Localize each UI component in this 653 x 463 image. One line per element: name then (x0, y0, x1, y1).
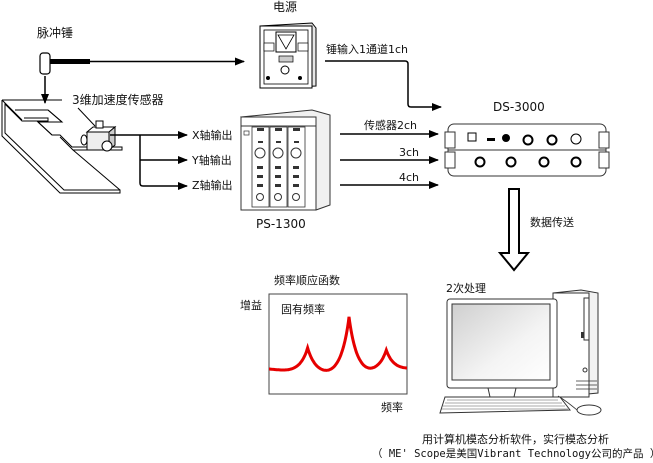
caption-line-2: （ ME' Scope是美国Vibrant Technology公司的产品 ） (372, 448, 653, 460)
frf-curve-line (269, 316, 407, 372)
chart-title: 频率顺应函数 (274, 274, 340, 287)
ds-3000-analyzer-icon (444, 123, 610, 177)
hammer-channel-arrow (325, 60, 442, 111)
ds-model-label: DS-3000 (493, 100, 545, 114)
impulse-hammer-icon (39, 52, 245, 104)
channel-4-label: 4ch (399, 171, 420, 184)
accelerometer-sensor-icon (80, 120, 117, 152)
computer-icon (439, 289, 602, 416)
channel-arrows (340, 130, 439, 189)
secondary-processing-label: 2次处理 (446, 282, 486, 295)
chart-xlabel: 频率 (381, 401, 403, 414)
power-supply-icon (259, 22, 317, 89)
caption-line-1: 用计算机模态分析软件，实行模态分析 (422, 433, 609, 446)
x-output-label: X轴输出 (192, 129, 233, 142)
frf-chart (268, 293, 408, 395)
chart-annotation: 固有频率 (281, 303, 325, 316)
power-supply-label: 电源 (273, 0, 298, 14)
channel-3-label: 3ch (399, 146, 420, 159)
hammer-label: 脉冲锤 (37, 26, 74, 40)
sensor-label: 3维加速度传感器 (72, 93, 164, 107)
data-transfer-label: 数据传送 (530, 216, 574, 229)
y-output-label: Y轴输出 (192, 154, 232, 167)
chart-frame (268, 293, 408, 395)
ps-model-label: PS-1300 (256, 217, 306, 231)
data-transfer-arrow (497, 188, 531, 272)
channel-2-label: 传感器2ch (364, 119, 418, 132)
ps-1300-amplifier-icon (240, 109, 331, 211)
axis-output-lines (110, 131, 188, 190)
hammer-channel-label: 锤输入1通道1ch (326, 43, 409, 56)
z-output-label: Z轴输出 (192, 179, 233, 192)
chart-ylabel: 增益 (240, 299, 262, 312)
